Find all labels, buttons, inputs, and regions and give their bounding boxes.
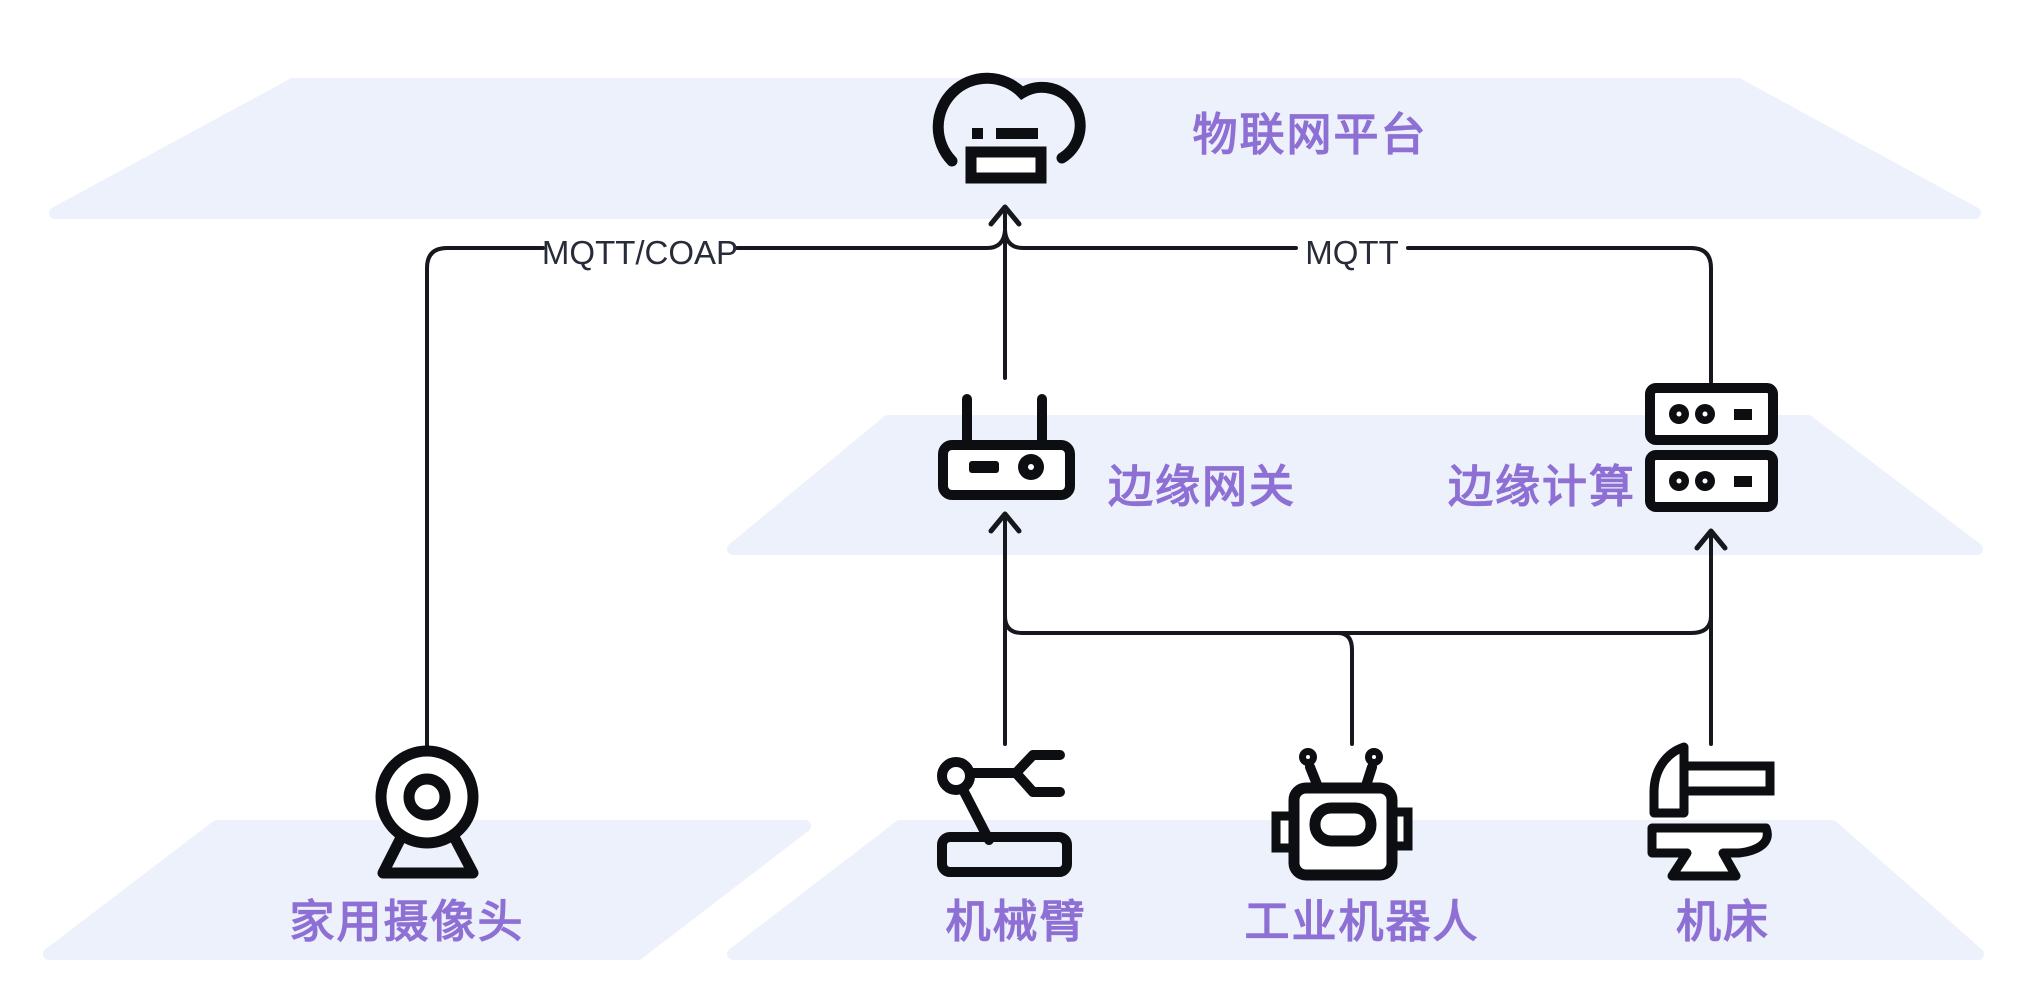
mqtt-coap-protocol-label: MQTT/COAP bbox=[541, 234, 739, 271]
industrial-device-band bbox=[727, 820, 1984, 960]
server-stack-icon bbox=[1645, 383, 1778, 512]
robot-head-icon bbox=[1271, 748, 1413, 881]
arrowhead-into-gateway bbox=[988, 511, 1022, 534]
arrowhead-into-computing bbox=[1694, 528, 1728, 551]
connector-computing-to-platform bbox=[1406, 246, 1713, 384]
connector-robot-to-bus bbox=[1336, 631, 1354, 746]
hammer-anvil-icon bbox=[1647, 742, 1775, 881]
edge-layer-band bbox=[727, 415, 1983, 555]
connector-bus-to-computing bbox=[1003, 614, 1713, 635]
edge-gateway-label: 边缘网关 bbox=[1107, 461, 1296, 512]
connector-junction-left bbox=[735, 228, 1007, 250]
robot-arm-label: 机械臂 bbox=[945, 896, 1087, 947]
home-camera-label: 家用摄像头 bbox=[289, 896, 525, 947]
webcam-icon bbox=[375, 745, 479, 879]
industrial-robot-label: 工业机器人 bbox=[1244, 896, 1480, 947]
home-device-band bbox=[43, 820, 811, 960]
iot-platform-label: 物联网平台 bbox=[1192, 109, 1428, 160]
cloud-server-icon bbox=[932, 72, 1086, 184]
edge-computing-label: 边缘计算 bbox=[1447, 461, 1636, 512]
connector-camera-to-platform bbox=[425, 246, 545, 750]
mqtt-protocol-label: MQTT bbox=[1305, 234, 1399, 271]
arrowhead-into-platform bbox=[988, 204, 1022, 227]
machine-tool-label: 机床 bbox=[1675, 896, 1770, 947]
router-icon bbox=[938, 394, 1075, 500]
robot-arm-icon bbox=[937, 750, 1072, 877]
